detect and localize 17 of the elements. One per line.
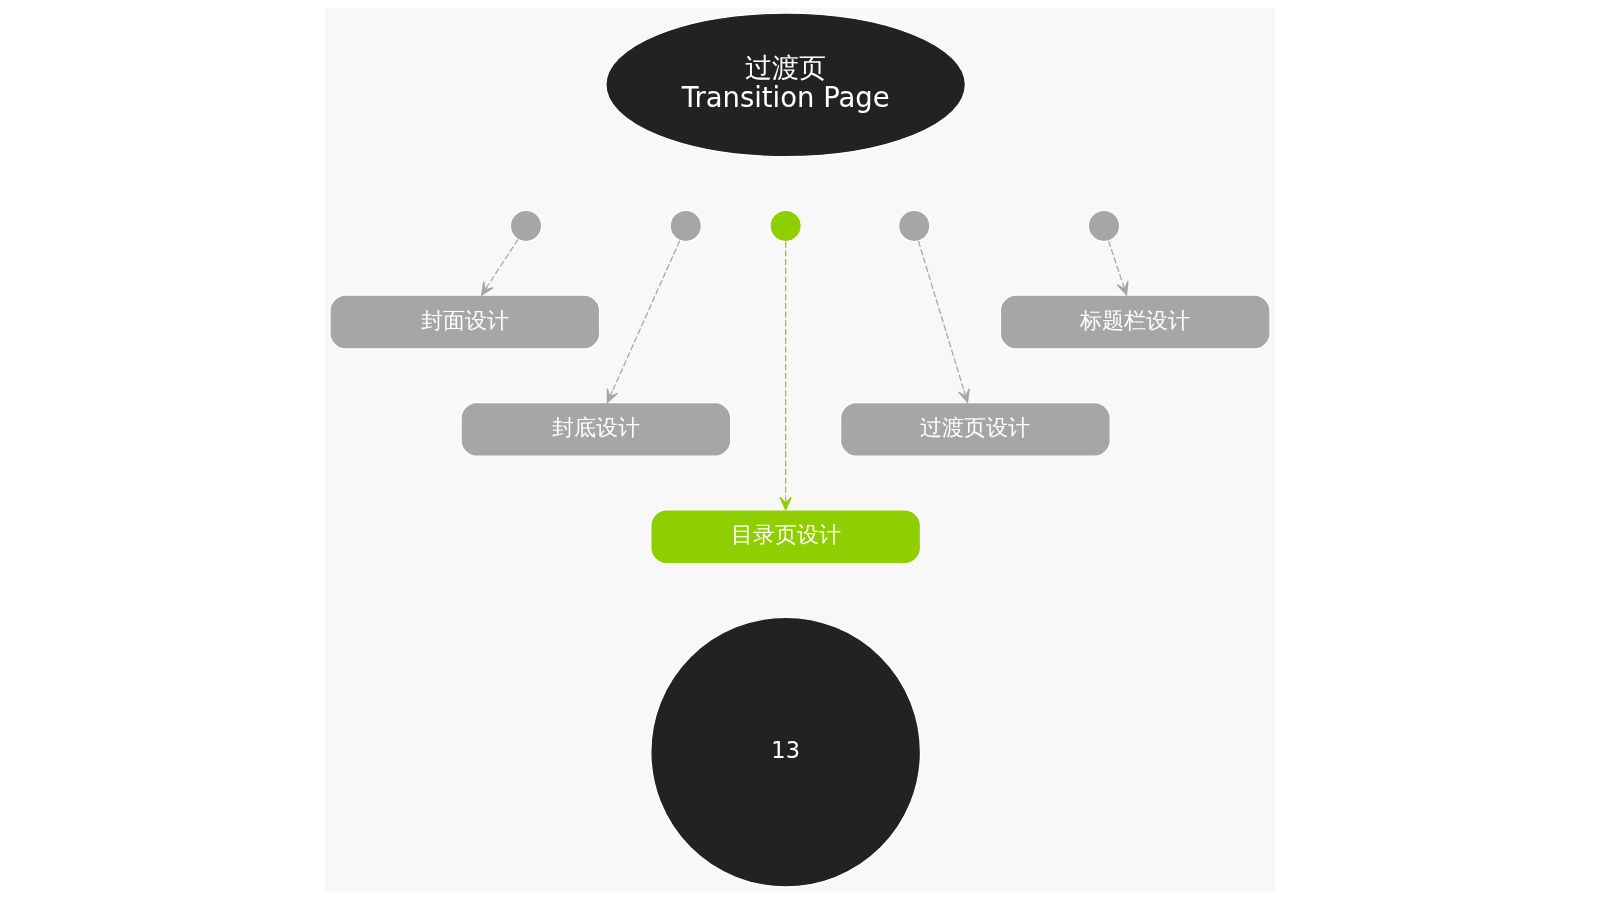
arrow — [606, 240, 681, 404]
arrow — [917, 240, 970, 403]
arrow — [779, 241, 792, 511]
arrow — [480, 238, 519, 296]
node-circle — [509, 209, 543, 243]
node-circle — [669, 209, 702, 243]
node-box: 封底设计 — [460, 401, 732, 457]
node-box: 过渡页设计 — [839, 401, 1111, 457]
node-box: 封面设计 — [329, 294, 601, 350]
node-box: 标题栏设计 — [999, 294, 1271, 350]
node-ellipse: 过渡页 Transition Page — [605, 12, 967, 158]
arrow — [1107, 240, 1129, 296]
node-circle — [769, 209, 802, 243]
node-box: 目录页设计 — [650, 509, 922, 565]
node-circle: 13 — [650, 616, 922, 888]
node-circle — [1087, 209, 1121, 243]
node-circle — [898, 209, 931, 243]
